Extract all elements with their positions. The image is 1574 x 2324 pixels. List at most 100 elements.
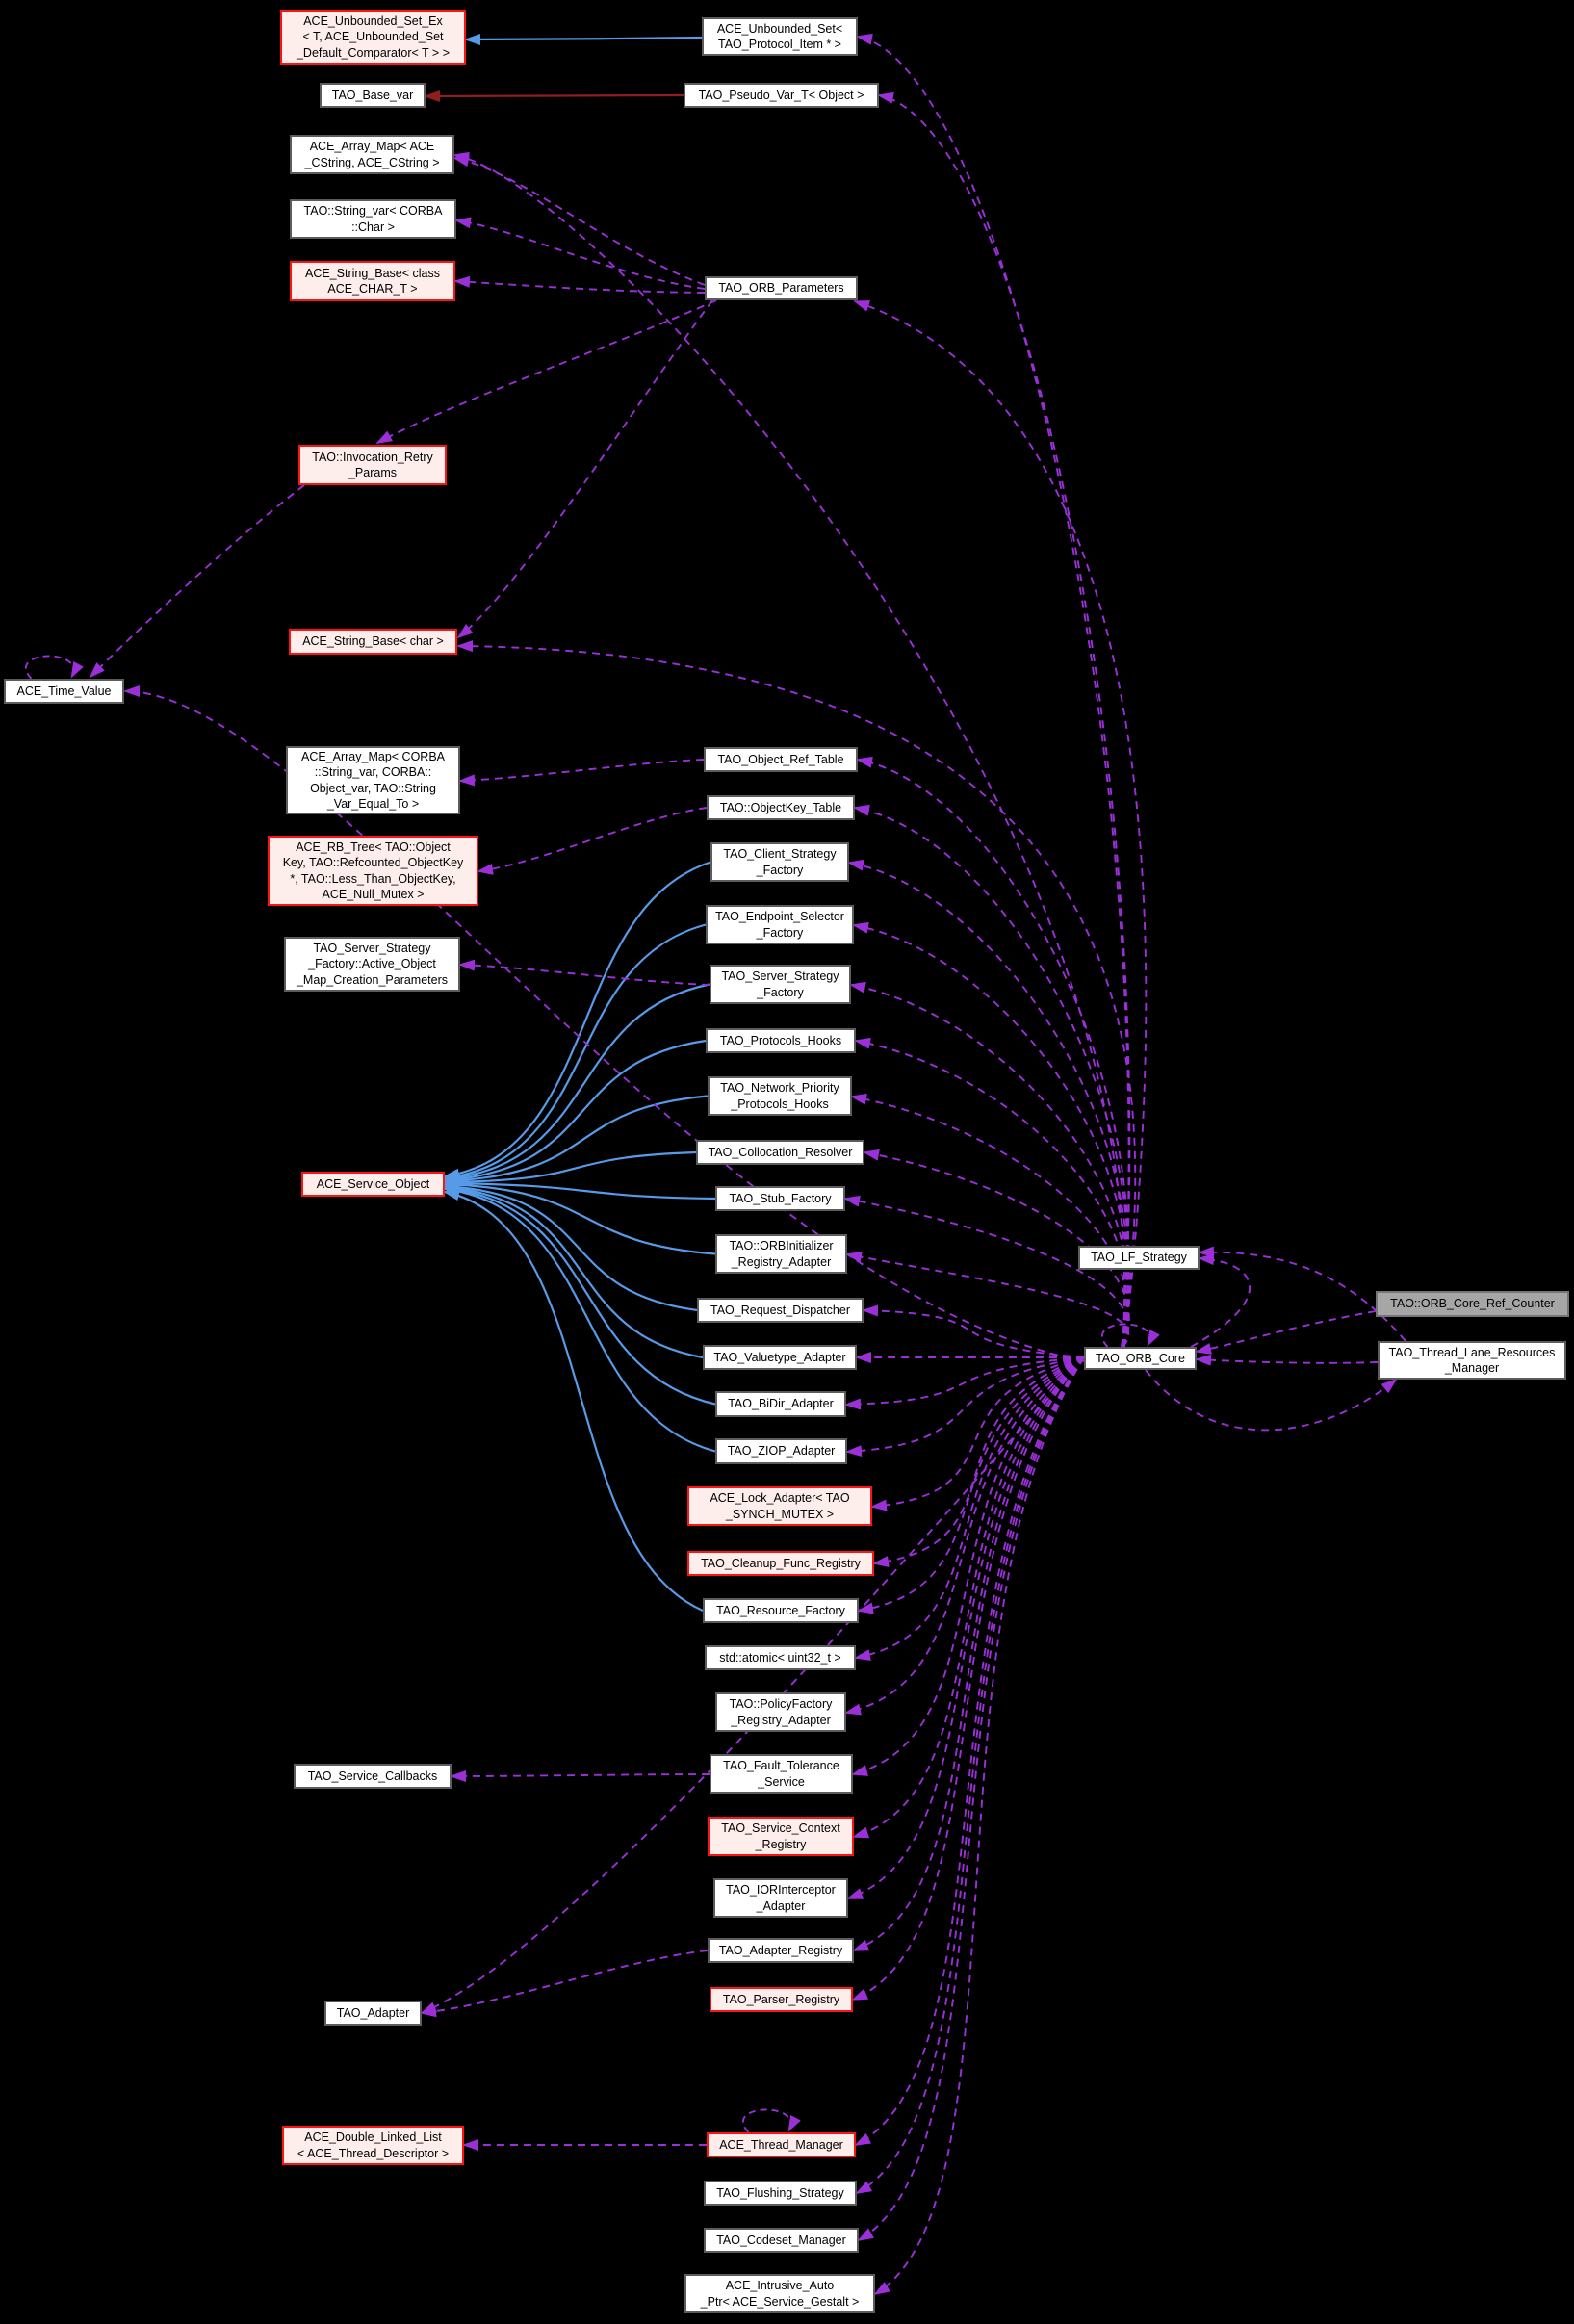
node-base_var[interactable]: TAO_Base_var bbox=[320, 83, 426, 108]
edge-orb_core-to-service_context-uses bbox=[852, 1356, 1085, 1839]
node-time_value[interactable]: ACE_Time_Value bbox=[4, 679, 124, 704]
node-collocation[interactable]: TAO_Collocation_Resolver bbox=[696, 1140, 864, 1165]
node-service_context[interactable]: TAO_Service_Context _Registry bbox=[708, 1817, 854, 1856]
edge-orb_parameters-to-string_base_class-uses bbox=[453, 275, 706, 294]
node-endpoint_selector[interactable]: TAO_Endpoint_Selector _Factory bbox=[706, 905, 854, 944]
node-orb_core[interactable]: TAO_ORB_Core bbox=[1084, 1347, 1197, 1370]
edge-orbinitializer-to-service_object-inherits bbox=[443, 1178, 716, 1255]
node-unbounded_set[interactable]: ACE_Unbounded_Set< TAO_Protocol_Item * > bbox=[702, 17, 858, 56]
node-resource_factory[interactable]: TAO_Resource_Factory bbox=[703, 1598, 859, 1623]
node-cleanup[interactable]: TAO_Cleanup_Func_Registry bbox=[687, 1551, 874, 1576]
node-object_ref_table[interactable]: TAO_Object_Ref_Table bbox=[704, 747, 858, 772]
edge-fault_tolerance-to-service_callbacks-uses bbox=[450, 1769, 710, 1782]
edge-invocation_retry-to-time_value-uses bbox=[89, 484, 305, 679]
node-protocols_hooks[interactable]: TAO_Protocols_Hooks bbox=[706, 1028, 856, 1053]
node-string_base_class[interactable]: ACE_String_Base< class ACE_CHAR_T > bbox=[290, 261, 455, 301]
edge-orb_core-to-pseudo_var-uses bbox=[877, 91, 1131, 1348]
node-orb_parameters[interactable]: TAO_ORB_Parameters bbox=[705, 276, 858, 300]
edge-orb_core-to-orb_core-self bbox=[1100, 1323, 1160, 1348]
edge-orb_core-to-tlrm-uses bbox=[1145, 1369, 1398, 1432]
edge-orb_core-to-network_priority-uses bbox=[850, 1093, 1130, 1348]
edge-pseudo_var-to-base_var-private bbox=[424, 90, 684, 102]
node-iorinterceptor[interactable]: TAO_IORInterceptor _Adapter bbox=[713, 1878, 848, 1918]
node-bidir[interactable]: TAO_BiDir_Adapter bbox=[715, 1391, 846, 1417]
node-policyfactory[interactable]: TAO::PolicyFactory _Registry_Adapter bbox=[715, 1692, 846, 1732]
edge-thread_manager-to-thread_manager-self bbox=[741, 2108, 801, 2133]
node-fault_tolerance[interactable]: TAO_Fault_Tolerance _Service bbox=[710, 1754, 853, 1794]
edge-orb_core-to-bidir-uses bbox=[844, 1356, 1085, 1410]
edge-orb_core-to-collocation-uses bbox=[863, 1149, 1130, 1348]
edge-server_strategy-to-service_object-inherits bbox=[443, 983, 710, 1184]
edge-endpoint_selector-to-service_object-inherits bbox=[443, 923, 707, 1182]
node-objectkey_table[interactable]: TAO::ObjectKey_Table bbox=[707, 795, 855, 820]
edge-orb_core-to-ziop-uses bbox=[845, 1356, 1085, 1458]
edge-orb_core-to-stub_factory-uses bbox=[843, 1195, 1130, 1348]
edge-orb_core-to-cleanup-uses bbox=[872, 1356, 1085, 1567]
edge-orb_core-to-orbinitializer-uses bbox=[845, 1251, 1130, 1348]
edge-server_strategy-to-active_object_params-uses bbox=[458, 959, 710, 986]
node-client_strategy[interactable]: TAO_Client_Strategy _Factory bbox=[710, 842, 849, 882]
node-server_strategy[interactable]: TAO_Server_Strategy _Factory bbox=[710, 965, 851, 1004]
edge-orb_parameters-to-array_map2-uses bbox=[452, 155, 706, 286]
edge-orb_core-to-lock_adapter-uses bbox=[870, 1356, 1085, 1511]
node-lock_adapter[interactable]: ACE_Lock_Adapter< TAO _SYNCH_MUTEX > bbox=[687, 1486, 872, 1526]
node-intrusive[interactable]: ACE_Intrusive_Auto _Ptr< ACE_Service_Ges… bbox=[684, 2274, 875, 2313]
edge-adapter_registry-to-tao_adapter-uses bbox=[420, 1950, 709, 2018]
node-tlrm[interactable]: TAO_Thread_Lane_Resources _Manager bbox=[1378, 1341, 1566, 1380]
node-unbounded_set_ex[interactable]: ACE_Unbounded_Set_Ex < T, ACE_Unbounded_… bbox=[280, 10, 466, 65]
edge-client_strategy-to-service_object-inherits bbox=[443, 861, 711, 1180]
node-string_var_char[interactable]: TAO::String_var< CORBA ::Char > bbox=[290, 199, 456, 239]
node-thread_manager[interactable]: ACE_Thread_Manager bbox=[707, 2132, 856, 2157]
node-service_callbacks[interactable]: TAO_Service_Callbacks bbox=[294, 1764, 452, 1789]
node-valuetype[interactable]: TAO_Valuetype_Adapter bbox=[703, 1345, 857, 1370]
edge-orb_core-to-codeset-uses bbox=[857, 1356, 1085, 2242]
edge-protocols_hooks-to-service_object-inherits bbox=[443, 1039, 707, 1185]
edge-ref_counter-to-orb_core-uses bbox=[1195, 1310, 1377, 1355]
node-double_linked_list[interactable]: ACE_Double_Linked_List < ACE_Thread_Desc… bbox=[282, 2126, 464, 2165]
edge-stub_factory-to-service_object-inherits bbox=[443, 1177, 716, 1201]
node-tao_adapter[interactable]: TAO_Adapter bbox=[324, 2001, 422, 2026]
node-active_object_params[interactable]: TAO_Server_Strategy _Factory::Active_Obj… bbox=[284, 937, 460, 992]
edge-orb_core-to-lf_strategy-uses bbox=[1190, 1253, 1251, 1348]
edge-orb_core-to-unbounded_set-uses bbox=[856, 33, 1130, 1348]
node-ref_counter: TAO::ORB_Core_Ref_Counter bbox=[1376, 1291, 1569, 1317]
edge-orb_core-to-objectkey_table-uses bbox=[853, 804, 1130, 1348]
node-array_map2[interactable]: ACE_Array_Map< ACE _CString, ACE_CString… bbox=[290, 135, 454, 174]
edge-orb_core-to-orb_parameters-uses bbox=[853, 300, 1148, 1348]
node-codeset[interactable]: TAO_Codeset_Manager bbox=[704, 2228, 859, 2253]
edge-valuetype-to-service_object-inherits bbox=[443, 1182, 704, 1359]
node-pseudo_var[interactable]: TAO_Pseudo_Var_T< Object > bbox=[684, 83, 879, 108]
node-atomic_uint32[interactable]: std::atomic< uint32_t > bbox=[705, 1645, 856, 1670]
edge-orb_core-to-iorinterceptor-uses bbox=[846, 1356, 1085, 1899]
node-string_base_char[interactable]: ACE_String_Base< char > bbox=[289, 629, 457, 655]
node-service_object[interactable]: ACE_Service_Object bbox=[301, 1172, 445, 1197]
edge-request_dispatcher-to-service_object-inherits bbox=[443, 1180, 698, 1312]
edge-orb_core-to-thread_manager-uses bbox=[854, 1356, 1085, 2146]
edge-orb_core-to-protocols_hooks-uses bbox=[854, 1037, 1130, 1348]
edge-orb_core-to-atomic_uint32-uses bbox=[854, 1356, 1085, 1662]
edge-network_priority-to-service_object-inherits bbox=[443, 1095, 709, 1187]
node-orbinitializer[interactable]: TAO::ORBInitializer _Registry_Adapter bbox=[715, 1234, 847, 1274]
edge-object_ref_table-to-array_map4-uses bbox=[458, 759, 705, 787]
edge-tlrm-to-orb_core-uses bbox=[1195, 1354, 1379, 1366]
node-array_map4[interactable]: ACE_Array_Map< CORBA ::String_var, CORBA… bbox=[286, 746, 460, 814]
node-adapter_registry[interactable]: TAO_Adapter_Registry bbox=[708, 1938, 854, 1963]
node-stub_factory[interactable]: TAO_Stub_Factory bbox=[715, 1186, 845, 1211]
node-ziop[interactable]: TAO_ZIOP_Adapter bbox=[715, 1438, 847, 1464]
edge-orb_core-to-policyfactory-uses bbox=[844, 1356, 1085, 1716]
node-lf_strategy[interactable]: TAO_LF_Strategy bbox=[1078, 1246, 1200, 1270]
node-rb_tree[interactable]: ACE_RB_Tree< TAO::Object Key, TAO::Refco… bbox=[268, 836, 478, 906]
edge-unbounded_set-to-unbounded_set_ex-inherits bbox=[464, 33, 703, 45]
edge-collocation-to-service_object-inherits bbox=[443, 1150, 697, 1188]
edge-orb_core-to-adapter_registry-uses bbox=[852, 1356, 1085, 1951]
node-request_dispatcher[interactable]: TAO_Request_Dispatcher bbox=[697, 1298, 864, 1323]
node-flushing[interactable]: TAO_Flushing_Strategy bbox=[704, 2181, 857, 2206]
edge-orb_core-to-parser_registry-uses bbox=[851, 1356, 1085, 2001]
node-parser_registry[interactable]: TAO_Parser_Registry bbox=[710, 1987, 853, 2012]
node-invocation_retry[interactable]: TAO::Invocation_Retry _Params bbox=[298, 445, 447, 485]
edge-orb_core-to-fault_tolerance-uses bbox=[851, 1356, 1085, 1776]
node-network_priority[interactable]: TAO_Network_Priority _Protocols_Hooks bbox=[708, 1076, 852, 1116]
edge-tlrm-to-lf_strategy-uses bbox=[1198, 1246, 1406, 1342]
edge-bidir-to-service_object-inherits bbox=[443, 1183, 716, 1406]
